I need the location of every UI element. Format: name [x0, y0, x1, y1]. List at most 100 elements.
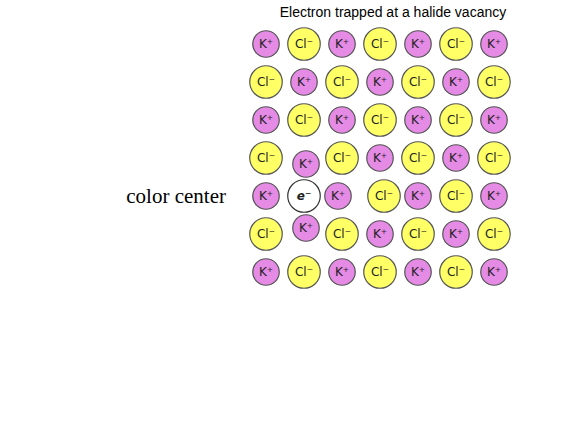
ion-symbol: K⁺	[335, 266, 349, 278]
potassium-ion: K⁺	[442, 68, 470, 96]
ion-circle	[253, 259, 280, 286]
ion-circle	[250, 66, 283, 99]
potassium-ion: K⁺	[442, 144, 470, 172]
ion-circle	[440, 28, 473, 61]
potassium-ion: K⁺	[252, 258, 280, 286]
ion-symbol: K⁺	[299, 222, 313, 234]
chloride-ion: Cl⁻	[439, 27, 473, 61]
ion-symbol: K⁺	[449, 152, 463, 164]
ion-circle	[253, 31, 280, 58]
ion-symbol: K⁺	[411, 114, 425, 126]
ion-circle	[250, 218, 283, 251]
ion-circle	[481, 31, 508, 58]
ion-symbol: Cl⁻	[333, 152, 351, 164]
chloride-ion: Cl⁻	[401, 141, 435, 175]
potassium-ion: K⁺	[324, 182, 352, 210]
ion-symbol: Cl⁻	[447, 114, 465, 126]
chloride-ion: Cl⁻	[325, 217, 359, 251]
ion-circle	[326, 142, 359, 175]
chloride-ion: Cl⁻	[401, 65, 435, 99]
ion-circle	[293, 151, 320, 178]
potassium-ion: K⁺	[366, 144, 394, 172]
ion-symbol: Cl⁻	[447, 190, 465, 202]
ion-circle	[329, 31, 356, 58]
potassium-ion: K⁺	[252, 30, 280, 58]
ion-symbol: K⁺	[449, 76, 463, 88]
ion-symbol: Cl⁻	[295, 38, 313, 50]
trapped-electron: e⁻	[287, 179, 321, 213]
ion-circle	[405, 31, 432, 58]
ion-symbol: Cl⁻	[257, 76, 275, 88]
chloride-ion: Cl⁻	[325, 65, 359, 99]
ion-symbol: Cl⁻	[333, 76, 351, 88]
ion-symbol: K⁺	[335, 114, 349, 126]
ion-circle	[253, 107, 280, 134]
ion-symbol: K⁺	[259, 266, 273, 278]
potassium-ion: K⁺	[292, 214, 320, 242]
ion-circle	[402, 142, 435, 175]
ion-symbol: Cl⁻	[447, 266, 465, 278]
ion-circle	[329, 259, 356, 286]
ion-symbol: K⁺	[487, 266, 501, 278]
ion-circle	[326, 218, 359, 251]
ion-circle	[478, 66, 511, 99]
ion-symbol: Cl⁻	[409, 76, 427, 88]
ion-circle	[364, 104, 397, 137]
potassium-ion: K⁺	[480, 258, 508, 286]
ion-symbol: K⁺	[259, 114, 273, 126]
potassium-ion: K⁺	[442, 220, 470, 248]
ion-symbol: Cl⁻	[485, 76, 503, 88]
ion-symbol: K⁺	[331, 190, 345, 202]
chloride-ion: Cl⁻	[477, 141, 511, 175]
ion-symbol: K⁺	[487, 38, 501, 50]
ion-circle	[367, 145, 394, 172]
ion-circle	[402, 66, 435, 99]
ion-circle	[364, 28, 397, 61]
chloride-ion: Cl⁻	[363, 103, 397, 137]
ion-circle	[481, 259, 508, 286]
ion-circle	[443, 221, 470, 248]
ion-circle	[478, 218, 511, 251]
chloride-ion: Cl⁻	[325, 141, 359, 175]
ion-circle	[367, 221, 394, 248]
ion-circle	[368, 180, 401, 213]
ion-symbol: K⁺	[449, 228, 463, 240]
ion-circle	[329, 107, 356, 134]
potassium-ion: K⁺	[252, 106, 280, 134]
ion-symbol: Cl⁻	[295, 266, 313, 278]
ion-circle	[293, 215, 320, 242]
chloride-ion: Cl⁻	[439, 103, 473, 137]
ion-symbol: Cl⁻	[371, 266, 389, 278]
ion-symbol: K⁺	[299, 158, 313, 170]
potassium-ion: K⁺	[292, 150, 320, 178]
potassium-ion: K⁺	[404, 258, 432, 286]
ion-circle	[325, 183, 352, 210]
chloride-ion: Cl⁻	[439, 255, 473, 289]
potassium-ion: K⁺	[252, 182, 280, 210]
ion-circle	[481, 107, 508, 134]
ion-circle	[288, 104, 321, 137]
ion-circle	[364, 256, 397, 289]
ion-symbol: Cl⁻	[409, 152, 427, 164]
potassium-ion: K⁺	[366, 68, 394, 96]
ion-symbol: K⁺	[259, 190, 273, 202]
potassium-ion: K⁺	[404, 30, 432, 58]
ion-circle	[478, 142, 511, 175]
chloride-ion: Cl⁻	[477, 65, 511, 99]
ion-symbol: K⁺	[259, 38, 273, 50]
ion-symbol: Cl⁻	[257, 152, 275, 164]
ion-circle	[367, 69, 394, 96]
ion-symbol: K⁺	[411, 266, 425, 278]
ion-symbol: Cl⁻	[295, 114, 313, 126]
ion-symbol: Cl⁻	[485, 228, 503, 240]
ion-circle	[250, 142, 283, 175]
ion-symbol: Cl⁻	[485, 152, 503, 164]
ion-symbol: K⁺	[487, 114, 501, 126]
ion-circle	[288, 28, 321, 61]
ion-circle	[291, 69, 318, 96]
potassium-ion: K⁺	[480, 106, 508, 134]
chloride-ion: Cl⁻	[401, 217, 435, 251]
ion-symbol: Cl⁻	[333, 228, 351, 240]
ion-symbol: K⁺	[335, 38, 349, 50]
